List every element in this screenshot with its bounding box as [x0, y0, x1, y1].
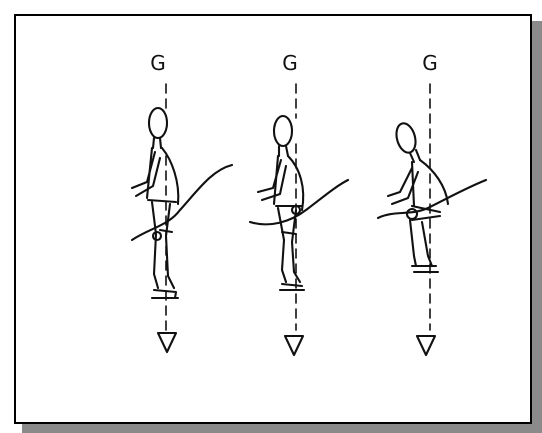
feet-1: [150, 288, 180, 300]
figure-2-lean: G: [248, 51, 350, 357]
arm-3: [386, 166, 420, 206]
legs-1: [150, 200, 176, 290]
neck-3: [408, 148, 422, 164]
figure-1-upright: G: [130, 51, 234, 354]
feet-2: [278, 282, 306, 292]
thigh-3: [410, 204, 442, 222]
spine-curve-1: [130, 163, 234, 242]
head-2: [272, 114, 294, 148]
torso-2: [272, 154, 305, 212]
knee-1: [151, 230, 163, 242]
neck-1: [151, 136, 163, 150]
figure-frame: [14, 14, 532, 424]
shins-3: [408, 218, 434, 268]
spine-curve-2: [248, 178, 350, 226]
knee-3: [405, 207, 419, 221]
gravity-arrow-3: [415, 334, 437, 357]
gravity-arrow-1: [156, 331, 178, 354]
knee-2: [290, 204, 302, 216]
spine-curve-3: [376, 178, 488, 220]
gravity-arrow-2: [283, 334, 305, 357]
legs-2: [276, 206, 302, 284]
gravity-label-2: G: [282, 51, 298, 75]
arm-1: [130, 150, 162, 198]
gravity-label-3: G: [422, 51, 438, 75]
neck-2: [277, 144, 290, 158]
head-3: [395, 122, 417, 154]
torso-1: [145, 146, 180, 206]
head-1: [147, 106, 169, 140]
arm-2: [256, 158, 288, 202]
figure-3-crouch: G: [376, 51, 488, 357]
feet-3: [410, 264, 440, 274]
gravity-label-1: G: [150, 51, 166, 75]
